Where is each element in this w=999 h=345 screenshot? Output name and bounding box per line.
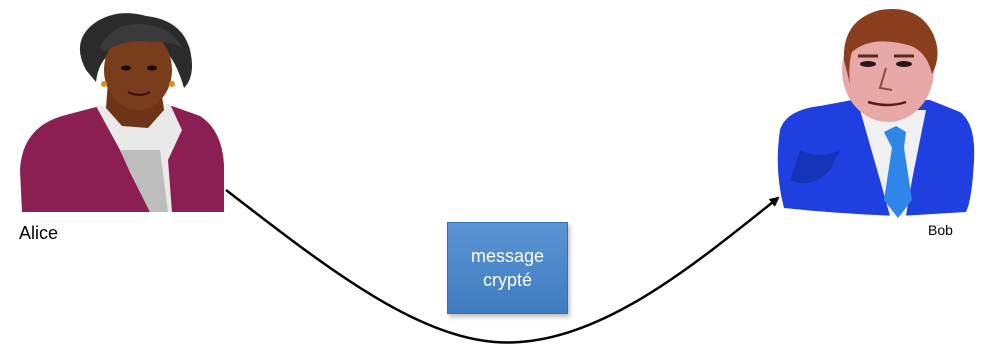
alice-face [104, 30, 172, 110]
bob-tie [884, 126, 912, 218]
message-line-1: message [470, 246, 545, 266]
bob-hair [843, 9, 938, 85]
message-line-2: crypté [482, 270, 533, 290]
alice-label: Alice [19, 223, 59, 243]
transmission-arrow [225, 189, 780, 344]
encrypted-message-box: message crypté [447, 222, 568, 314]
bob-figure [777, 9, 975, 218]
alice-figure [20, 13, 224, 212]
bob-label: Bob [928, 222, 953, 238]
